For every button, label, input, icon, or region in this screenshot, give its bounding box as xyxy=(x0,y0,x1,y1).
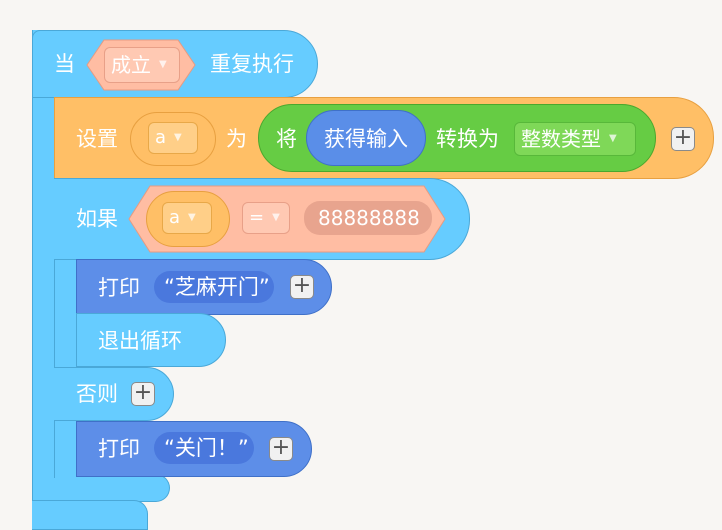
type-dropdown[interactable]: 整数类型 ▼ xyxy=(514,122,636,156)
set-variable-dropdown[interactable]: a ▼ xyxy=(148,122,198,154)
compare-right-value: 88888888 xyxy=(318,206,420,230)
convert-to-label: 转换为 xyxy=(436,127,499,151)
open-quote: “ xyxy=(164,435,175,460)
convert-prefix-label: 将 xyxy=(276,127,297,151)
loop-condition-value: 成立 xyxy=(111,53,151,77)
else-add-button[interactable]: + xyxy=(131,382,155,406)
get-input-block[interactable] xyxy=(306,110,426,166)
if-block-bottom-stub[interactable] xyxy=(54,474,170,502)
else-label: 否则 xyxy=(76,382,118,406)
loop-prefix-label: 当 xyxy=(54,52,75,76)
print-true-add-button[interactable]: + xyxy=(290,275,314,299)
type-value: 整数类型 xyxy=(521,127,601,151)
loop-block-arm[interactable] xyxy=(32,30,56,526)
chevron-down-icon: ▼ xyxy=(159,59,167,70)
print-true-text: 芝麻开门 xyxy=(174,274,259,299)
if-label: 如果 xyxy=(76,207,118,231)
compare-right-value-field[interactable]: 88888888 xyxy=(304,201,432,235)
loop-condition-dropdown[interactable]: 成立 ▼ xyxy=(104,47,180,83)
chevron-down-icon: ▼ xyxy=(272,212,280,223)
set-to-label: 为 xyxy=(226,127,247,151)
close-quote: ” xyxy=(258,274,270,299)
chevron-down-icon: ▼ xyxy=(188,212,196,223)
open-quote: “ xyxy=(164,274,175,299)
chevron-down-icon: ▼ xyxy=(609,133,617,144)
print-true-label: 打印 xyxy=(98,276,140,300)
get-input-label: 获得输入 xyxy=(324,127,408,151)
print-false-string[interactable]: “关门！” xyxy=(154,432,254,464)
set-variable-value: a xyxy=(155,127,167,148)
set-label: 设置 xyxy=(76,127,118,151)
compare-left-oval[interactable] xyxy=(146,191,230,247)
close-quote: ” xyxy=(237,435,249,460)
print-false-label: 打印 xyxy=(98,437,140,461)
loop-suffix-label: 重复执行 xyxy=(210,52,294,76)
print-false-text: 关门！ xyxy=(174,435,238,460)
print-true-string[interactable]: “芝麻开门” xyxy=(154,271,274,303)
break-block[interactable] xyxy=(76,313,226,367)
compare-left-dropdown[interactable]: a ▼ xyxy=(162,202,212,234)
set-add-button[interactable]: + xyxy=(671,127,695,151)
compare-left-value: a xyxy=(169,207,181,228)
operator-dropdown[interactable]: = ▼ xyxy=(242,202,290,234)
break-label: 退出循环 xyxy=(98,329,182,353)
chevron-down-icon: ▼ xyxy=(174,132,182,143)
print-false-add-button[interactable]: + xyxy=(269,437,293,461)
operator-value: = xyxy=(249,207,265,228)
